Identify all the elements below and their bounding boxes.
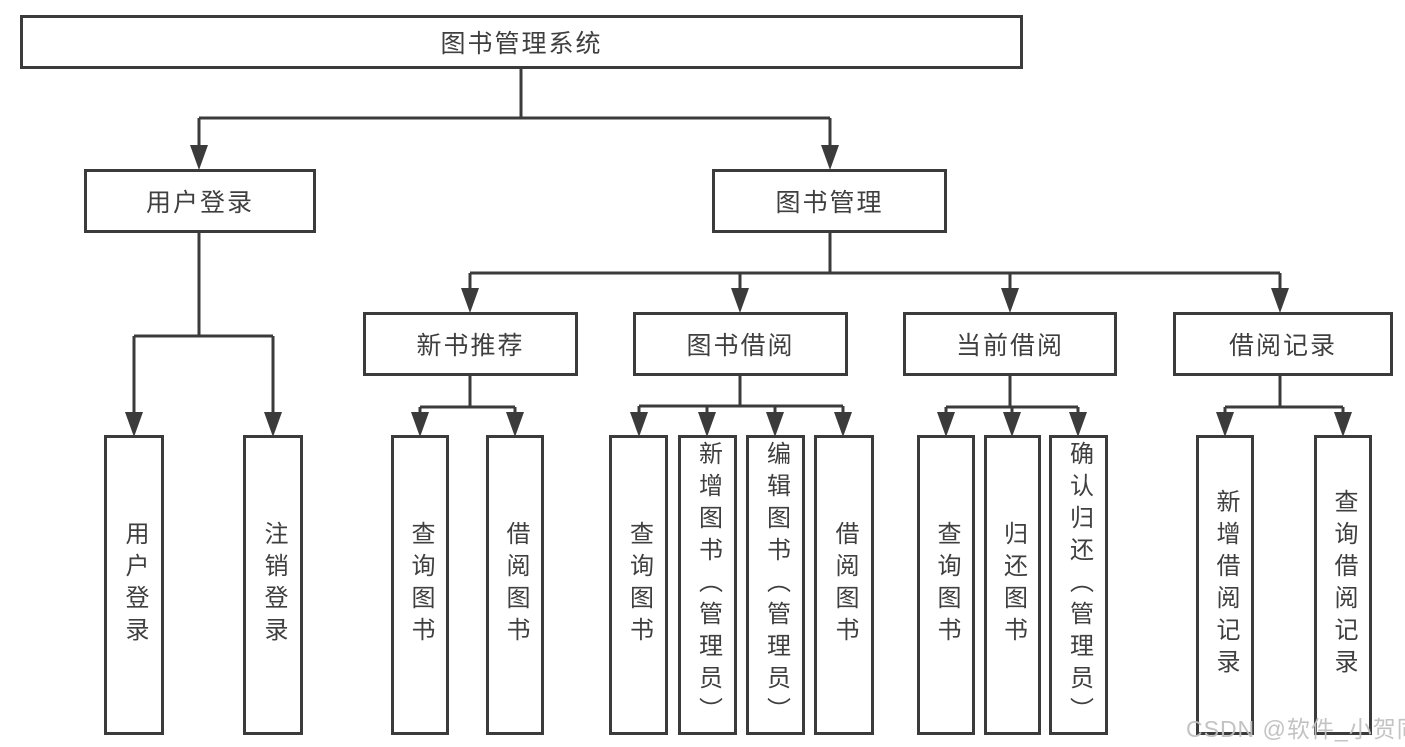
leaf-cb-confirm-return: 确认归还（管理员） [1049, 435, 1108, 735]
arrow-br-add [1216, 412, 1234, 437]
arrow-rec-query [411, 412, 429, 437]
leaf-cb-return-books: 归还图书 [984, 435, 1041, 735]
leaf-rec-borrow-books-label: 借阅图书 [502, 521, 529, 649]
node-book-mgmt-label: 图书管理 [775, 189, 884, 217]
arrow-rec-borrow [506, 412, 524, 437]
leaf-bb-edit-books: 编辑图书（管理员） [746, 435, 805, 735]
node-root-label: 图书管理系统 [440, 30, 603, 58]
node-book-borrow: 图书借阅 [633, 312, 848, 376]
arrow-br-query [1334, 412, 1352, 437]
leaf-logout-label: 注销登录 [260, 521, 287, 649]
arrow-bb-borrow [834, 412, 852, 437]
node-user-login: 用户登录 [84, 169, 316, 233]
leaf-bb-edit-books-label: 编辑图书（管理员） [762, 441, 790, 729]
node-current-borrow: 当前借阅 [903, 312, 1117, 376]
node-book-borrow-label: 图书借阅 [686, 332, 795, 360]
leaf-br-add-record-label: 新增借阅记录 [1212, 489, 1239, 681]
leaf-user-login: 用户登录 [104, 435, 164, 735]
arrow-bb-query [630, 412, 648, 437]
arrow-leaf-login [125, 412, 143, 437]
arrow-new-rec [461, 288, 479, 313]
arrow-leaf-logout [264, 412, 282, 437]
leaf-bb-borrow-books: 借阅图书 [814, 435, 874, 735]
leaf-bb-query-books-label: 查询图书 [625, 521, 653, 649]
arrow-book-mgmt [821, 145, 839, 170]
arrow-borrow-records [1271, 288, 1289, 313]
leaf-br-add-record: 新增借阅记录 [1196, 435, 1254, 735]
arrow-bb-edit [766, 412, 784, 437]
arrow-current-borrow [1001, 288, 1019, 313]
node-borrow-records: 借阅记录 [1173, 312, 1393, 376]
arrow-book-borrow [731, 288, 749, 313]
leaf-cb-query-books: 查询图书 [917, 435, 975, 735]
leaf-cb-return-books-label: 归还图书 [999, 521, 1027, 649]
leaf-cb-confirm-return-label: 确认归还（管理员） [1065, 441, 1093, 729]
leaf-logout: 注销登录 [243, 435, 303, 735]
arrow-cb-return [1003, 412, 1021, 437]
leaf-rec-borrow-books: 借阅图书 [486, 435, 544, 735]
leaf-br-query-record: 查询借阅记录 [1314, 435, 1372, 735]
arrow-bb-add [698, 412, 716, 437]
node-new-book-rec: 新书推荐 [363, 312, 578, 376]
arrow-cb-query [937, 412, 955, 437]
node-current-borrow-label: 当前借阅 [955, 332, 1064, 360]
node-book-mgmt: 图书管理 [712, 169, 947, 233]
leaf-bb-add-books-label: 新增图书（管理员） [694, 441, 722, 729]
node-root: 图书管理系统 [20, 15, 1023, 69]
leaf-user-login-label: 用户登录 [121, 521, 148, 649]
node-new-book-rec-label: 新书推荐 [416, 332, 525, 360]
leaf-br-query-record-label: 查询借阅记录 [1330, 489, 1357, 681]
leaf-rec-query-books-label: 查询图书 [407, 521, 434, 649]
node-borrow-records-label: 借阅记录 [1228, 332, 1337, 360]
arrow-user-login [190, 145, 208, 170]
csdn-watermark: CSDN @软件_小贺同学 [1186, 716, 1405, 742]
leaf-bb-add-books: 新增图书（管理员） [678, 435, 737, 735]
leaf-bb-borrow-books-label: 借阅图书 [831, 521, 858, 649]
node-user-login-label: 用户登录 [145, 189, 254, 217]
leaf-rec-query-books: 查询图书 [391, 435, 449, 735]
leaf-bb-query-books: 查询图书 [609, 435, 668, 735]
arrow-cb-confirm [1069, 412, 1087, 437]
leaf-cb-query-books-label: 查询图书 [933, 521, 960, 649]
